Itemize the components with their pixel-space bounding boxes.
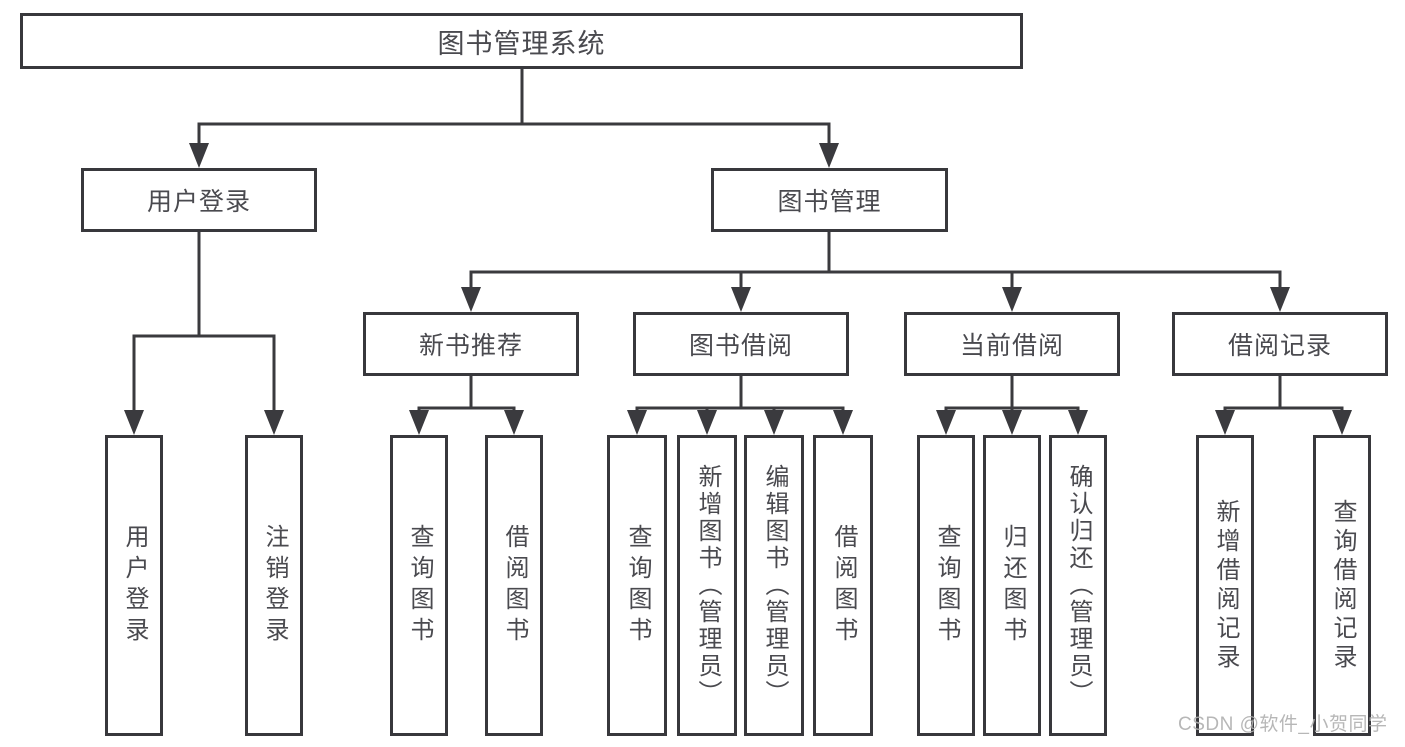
leaf-add-books-admin: 新增图书（管理员） (677, 435, 737, 736)
node-new-book-recommend: 新书推荐 (363, 312, 579, 376)
node-current-borrow: 当前借阅 (904, 312, 1120, 376)
leaf-confirm-return-admin: 确认归还（管理员） (1049, 435, 1107, 736)
node-user-login-branch: 用户登录 (81, 168, 317, 232)
leaf-label: 确认归还（管理员） (1065, 464, 1092, 707)
leaf-label: 借阅图书 (501, 523, 528, 648)
leaf-logout: 注销登录 (245, 435, 303, 736)
leaf-label: 编辑图书（管理员） (761, 464, 788, 707)
leaf-label: 用户登录 (121, 523, 148, 648)
node-borrow-records: 借阅记录 (1172, 312, 1388, 376)
leaf-query-borrow-record: 查询借阅记录 (1313, 435, 1371, 736)
leaf-label: 归还图书 (999, 523, 1026, 648)
leaf-add-borrow-record: 新增借阅记录 (1196, 435, 1254, 736)
leaf-borrow-books-recommend: 借阅图书 (485, 435, 543, 736)
leaf-edit-books-admin: 编辑图书（管理员） (744, 435, 804, 736)
leaf-label: 新增借阅记录 (1212, 498, 1239, 673)
leaf-label: 查询图书 (624, 523, 651, 648)
leaf-label: 借阅图书 (830, 523, 857, 648)
node-label: 图书管理 (777, 188, 882, 216)
leaf-label: 新增图书（管理员） (694, 464, 721, 707)
leaf-label: 查询借阅记录 (1329, 498, 1356, 673)
csdn-watermark: CSDN @软件_小贺同学 (1178, 714, 1388, 735)
node-label: 新书推荐 (418, 332, 523, 360)
node-book-borrow: 图书借阅 (633, 312, 849, 376)
node-label: 图书管理系统 (437, 28, 606, 59)
node-label: 图书借阅 (688, 332, 793, 360)
leaf-borrow-books: 借阅图书 (813, 435, 873, 736)
node-book-management-branch: 图书管理 (711, 168, 948, 232)
node-library-management-system: 图书管理系统 (20, 13, 1023, 69)
node-label: 当前借阅 (959, 332, 1064, 360)
node-label: 用户登录 (146, 188, 251, 216)
leaf-query-books-borrow: 查询图书 (607, 435, 667, 736)
leaf-label: 查询图书 (406, 523, 433, 648)
leaf-user-login: 用户登录 (105, 435, 163, 736)
leaf-query-books-current: 查询图书 (917, 435, 975, 736)
leaf-label: 注销登录 (261, 523, 288, 648)
leaf-query-books-recommend: 查询图书 (390, 435, 448, 736)
node-label: 借阅记录 (1227, 332, 1332, 360)
leaf-return-books: 归还图书 (983, 435, 1041, 736)
leaf-label: 查询图书 (933, 523, 960, 648)
